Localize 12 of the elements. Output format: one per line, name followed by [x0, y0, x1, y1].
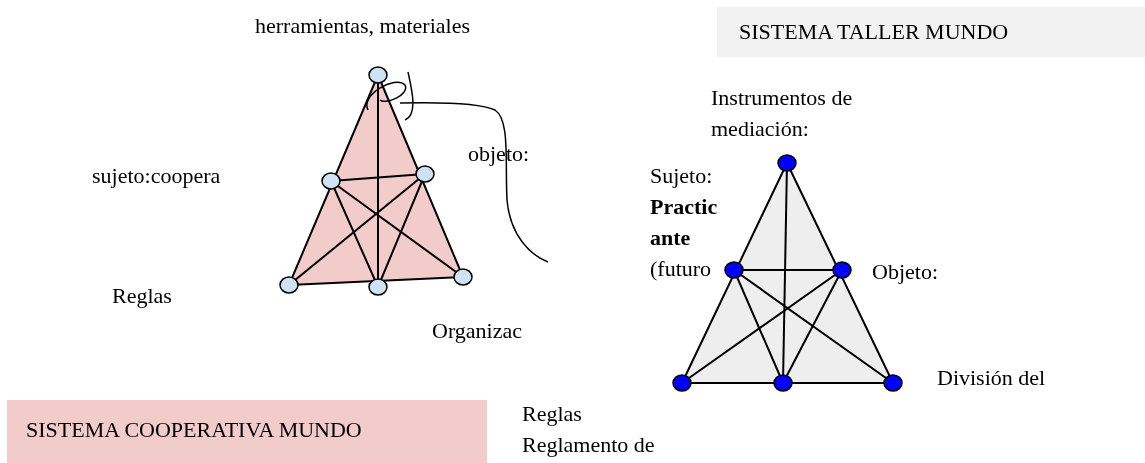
text-label: Reglas: [112, 282, 172, 310]
text-label: sujeto:coopera: [92, 162, 221, 190]
text-label: Organizac: [432, 317, 522, 345]
text-label: Objeto:: [872, 258, 938, 286]
text-label: Sujeto: Practic ante (futuro: [650, 162, 719, 283]
system-box: [7, 400, 487, 463]
text-label: Instrumentos de mediación:: [711, 84, 854, 143]
box-title: SISTEMA TALLER MUNDO: [739, 18, 1009, 46]
text-label: División del: [937, 364, 1046, 392]
text-label: herramientas, materiales: [255, 12, 470, 40]
box-title: SISTEMA COOPERATIVA MUNDO: [26, 416, 362, 444]
text-label: Reglas Reglamento de: [522, 400, 656, 459]
